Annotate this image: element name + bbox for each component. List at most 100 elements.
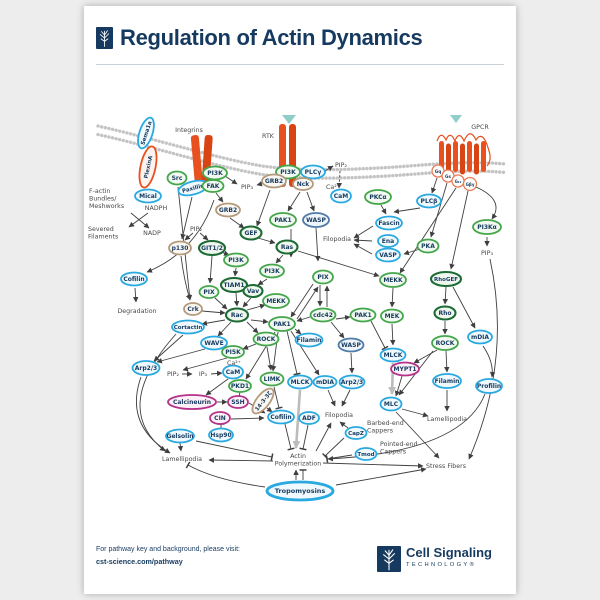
node-arp23-left: Arp2/3 (131, 360, 161, 376)
node-label-paxillin: Paxillin (182, 183, 205, 195)
node-plexina: PlexinA (138, 145, 158, 189)
text-label: PIP₂ (190, 226, 202, 233)
header-divider (96, 64, 504, 65)
node-label-arp23-left: Arp2/3 (135, 365, 157, 372)
node-wave: WAVE (200, 335, 228, 351)
activation-edge (449, 190, 469, 270)
node-ssh: SSH (227, 395, 249, 409)
inhibition-edge (284, 423, 295, 451)
node-label-mlck-left: MLCK (291, 379, 310, 386)
node-label-limk: LIMK (264, 376, 281, 383)
footer-note: For pathway key and background, please v… (96, 546, 240, 553)
node-label-fak: FAK (207, 183, 220, 190)
node-label-fascin: Fascin (378, 220, 399, 227)
text-label: Degradation (117, 308, 156, 315)
rtk-ligand-icon (282, 115, 296, 124)
node-label-mekk-left: MEKK (266, 298, 286, 305)
activation-edge (199, 232, 209, 241)
node-label-tmod: Tmod (357, 452, 374, 458)
node-label-wasp-mid: WASP (341, 342, 361, 349)
activation-edge (475, 186, 498, 220)
activation-edge (394, 375, 403, 397)
node-nck: Nck (292, 177, 314, 191)
activation-edge (184, 232, 194, 241)
node-mekk-right: MEKK (379, 272, 407, 288)
activation-edge (230, 415, 265, 421)
activation-edge (153, 334, 184, 362)
node-label-wave: WAVE (204, 340, 223, 347)
activation-edge (297, 250, 380, 278)
footer-link[interactable]: cst-science.com/pathway (96, 557, 183, 566)
activation-edge (430, 177, 438, 194)
node-filamin-mid: Filamin (294, 332, 324, 348)
text-label: Integrins (175, 127, 203, 134)
activation-edge (341, 389, 351, 407)
node-label-ras: Ras (281, 244, 294, 251)
node-wasp-top: WASP (302, 212, 330, 228)
node-label-pak1-right: PAK1 (354, 312, 371, 319)
node-pkd1: PKD1 (228, 379, 252, 393)
text-label: NADP (143, 230, 161, 237)
activation-edge (306, 191, 315, 212)
activation-edge (242, 297, 252, 308)
text-label: PIP₂ (167, 371, 179, 378)
node-label-calcineurin: Calcineurin (173, 399, 211, 406)
node-label-pkca: PKCα (369, 194, 386, 201)
activation-edge (250, 318, 269, 325)
node-label-plcg: PLCγ (305, 169, 322, 176)
activation-edge (242, 343, 257, 350)
node-pi3k-a: PI3K (202, 165, 228, 181)
activation-edge (395, 411, 440, 459)
node-label-mypt1: MYPT1 (394, 366, 417, 373)
activation-edge (442, 286, 449, 305)
node-git12: GIT1/2 (197, 239, 227, 257)
node-label-cam-top: CaM (334, 193, 348, 200)
node-label-tiam1: TIAM1 (223, 282, 244, 289)
node-tmod: Tmod (354, 447, 378, 461)
activation-edge (180, 255, 192, 301)
node-label-profilin: Profilin (477, 383, 501, 390)
node-label-cam-mid: CaM (226, 369, 240, 376)
text-label: PIP₃ (241, 184, 253, 191)
inhibition-edge (195, 440, 274, 461)
node-fak: FAK (201, 179, 225, 193)
text-label: Lamellipodia (427, 416, 467, 423)
node-rock-mid: ROCK (252, 331, 280, 347)
activation-edge (224, 175, 238, 185)
activation-edge (257, 237, 276, 245)
activation-edge (136, 376, 171, 454)
activation-edge (380, 204, 387, 215)
node-label-pi3k-b: PI3K (228, 257, 244, 264)
node-tiam1: TIAM1 (219, 276, 249, 294)
node-mdia-right: mDIA (467, 329, 493, 345)
node-pak1-mid: PAK1 (268, 316, 296, 332)
activation-edge (217, 321, 232, 337)
text-label: Ca²⁺ (227, 360, 241, 367)
node-calcineurin: Calcineurin (167, 394, 217, 410)
activation-edge (246, 303, 266, 311)
activation-edge (201, 309, 226, 316)
activation-edge (339, 421, 349, 429)
activation-edge (314, 227, 321, 262)
activation-edge (256, 189, 271, 227)
node-label-plcb: PLCβ (421, 198, 439, 205)
node-label-mdia-right: mDIA (471, 334, 489, 341)
node-label-rhogef: RhoGEF (434, 277, 458, 283)
cst-logo-sub: TECHNOLOGY® (406, 562, 477, 568)
node-label-crk: Crk (187, 306, 199, 313)
activation-edge (353, 243, 373, 255)
node-pi3kg: PI3Kα (472, 219, 502, 235)
node-adf: ADF (298, 411, 320, 425)
node-label-mical: Mical (139, 193, 157, 200)
node-rac: Rac (224, 307, 250, 323)
node-g3: G₁₂ (451, 174, 465, 188)
activation-edge (444, 350, 450, 373)
activation-edge (210, 370, 223, 377)
node-pix-mid: PIX (312, 269, 334, 285)
node-label-src: Src (172, 175, 183, 182)
node-label-pak1-mid: PAK1 (273, 321, 290, 328)
node-label-mlck-right: MLCK (384, 352, 403, 359)
activation-edge (205, 378, 229, 396)
node-label-g1: Gq (435, 169, 441, 174)
